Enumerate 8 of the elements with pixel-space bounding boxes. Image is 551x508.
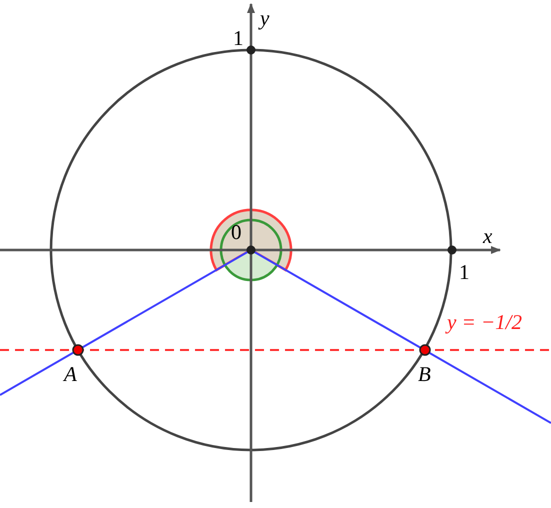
axis-label: y: [260, 8, 270, 29]
point-label: A: [64, 364, 77, 385]
tick-label: 1: [459, 262, 470, 283]
equation-label: y = −1/2: [447, 312, 522, 333]
axis-label: x: [483, 226, 492, 247]
point-label: B: [418, 364, 431, 385]
origin-label: 0: [231, 222, 242, 243]
tick-label: 1: [233, 28, 244, 49]
